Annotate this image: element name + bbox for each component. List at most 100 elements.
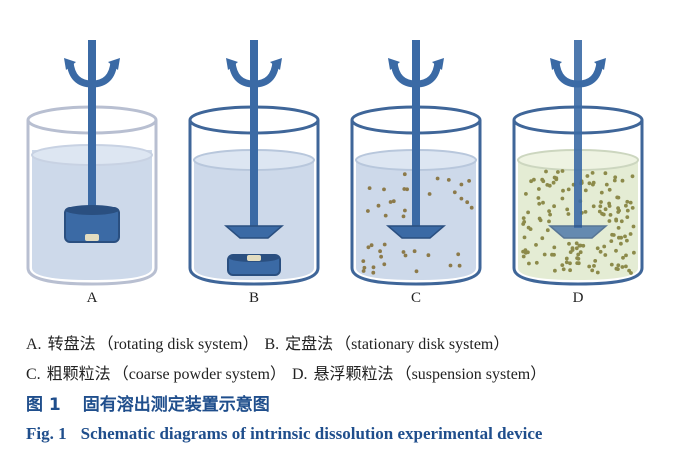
particle (560, 263, 565, 267)
particle (617, 235, 621, 240)
particle (521, 254, 526, 259)
particle (625, 208, 630, 213)
particle (609, 239, 614, 244)
particle (566, 187, 571, 192)
particle (534, 260, 539, 265)
particle (591, 204, 596, 209)
particle (532, 177, 536, 182)
particle (403, 253, 408, 258)
particle (607, 219, 612, 223)
particle (547, 209, 551, 214)
legend-letter-c: C. (26, 366, 41, 383)
particle (625, 199, 630, 204)
legend-en-b: （stationary disk system） (335, 336, 510, 353)
particle (581, 243, 586, 248)
particle (528, 227, 533, 232)
particle (613, 175, 618, 180)
particle (630, 174, 635, 179)
particle (570, 246, 575, 251)
legend-zh-c: 粗颗粒法 (46, 366, 111, 383)
particle (537, 187, 541, 191)
stirrer-b (223, 40, 285, 239)
particle (590, 268, 595, 273)
particle (382, 187, 386, 192)
particle (619, 219, 624, 224)
particle (616, 195, 621, 200)
particle (361, 269, 366, 273)
particle (601, 212, 606, 217)
particle (611, 233, 616, 237)
particle (552, 204, 556, 209)
particle (607, 201, 611, 206)
particle (529, 179, 533, 184)
particle (561, 267, 566, 272)
particle (544, 169, 548, 174)
particle (599, 190, 604, 195)
particle (522, 235, 527, 240)
particle (598, 249, 603, 254)
legend-en-c: （coarse powder system） (112, 366, 286, 383)
particle (583, 188, 588, 193)
figure-number-zh: 图 1 (26, 395, 61, 415)
particle (369, 243, 374, 248)
particle (391, 199, 396, 204)
particle (564, 260, 569, 265)
particle (576, 252, 581, 257)
particle (614, 248, 618, 253)
particle (593, 259, 598, 263)
particle (564, 256, 569, 261)
particle (403, 208, 407, 213)
particle (565, 207, 570, 212)
particle (448, 263, 453, 268)
particle (547, 219, 551, 224)
stirrer-c (385, 40, 447, 239)
legend-letter-d: D. (291, 366, 308, 383)
figure-caption-en: Fig. 1 Schematic diagrams of intrinsic di… (26, 424, 542, 444)
legend-line-2: C. 粗颗粒法（coarse powder system） D. 悬浮颗粒法（s… (26, 360, 548, 384)
particle (574, 246, 579, 251)
particle (523, 250, 528, 255)
particle (405, 187, 409, 192)
particle (547, 183, 552, 188)
particle (620, 265, 625, 269)
particle (566, 212, 571, 216)
figure-title-en: Schematic diagrams of intrinsic dissolut… (80, 424, 543, 443)
particle (595, 246, 600, 251)
particle (595, 270, 600, 275)
particle (619, 241, 623, 246)
particle (616, 226, 621, 230)
figure-number-en: Fig. 1 (26, 424, 67, 443)
particle (620, 178, 625, 183)
beaker-c (350, 40, 482, 286)
particle (561, 188, 565, 193)
particle (598, 204, 603, 209)
particle (412, 249, 417, 254)
particle (632, 250, 636, 255)
particle (446, 178, 451, 182)
panel-label-b: B (248, 290, 260, 306)
particle (457, 263, 462, 268)
particle (459, 196, 464, 201)
particle (616, 210, 621, 214)
particle (560, 169, 565, 173)
particle (459, 182, 464, 187)
particle (583, 210, 588, 214)
particle (426, 253, 431, 258)
particle (609, 262, 614, 267)
particle (521, 216, 526, 221)
particle (608, 213, 613, 217)
beaker-d (512, 40, 644, 286)
panel-label-c: C (410, 290, 422, 306)
particle (607, 187, 612, 192)
legend-zh-b: 定盘法 (285, 336, 334, 353)
legend-line-1: A. 转盘法（rotating disk system） B. 定盘法（stat… (26, 330, 511, 354)
particle (367, 186, 372, 191)
particle (623, 234, 627, 239)
particle (388, 200, 393, 204)
particle (631, 224, 636, 229)
particle (552, 245, 557, 250)
particle (568, 250, 573, 255)
particle (614, 218, 619, 223)
particle (452, 190, 457, 195)
particle (551, 180, 556, 185)
